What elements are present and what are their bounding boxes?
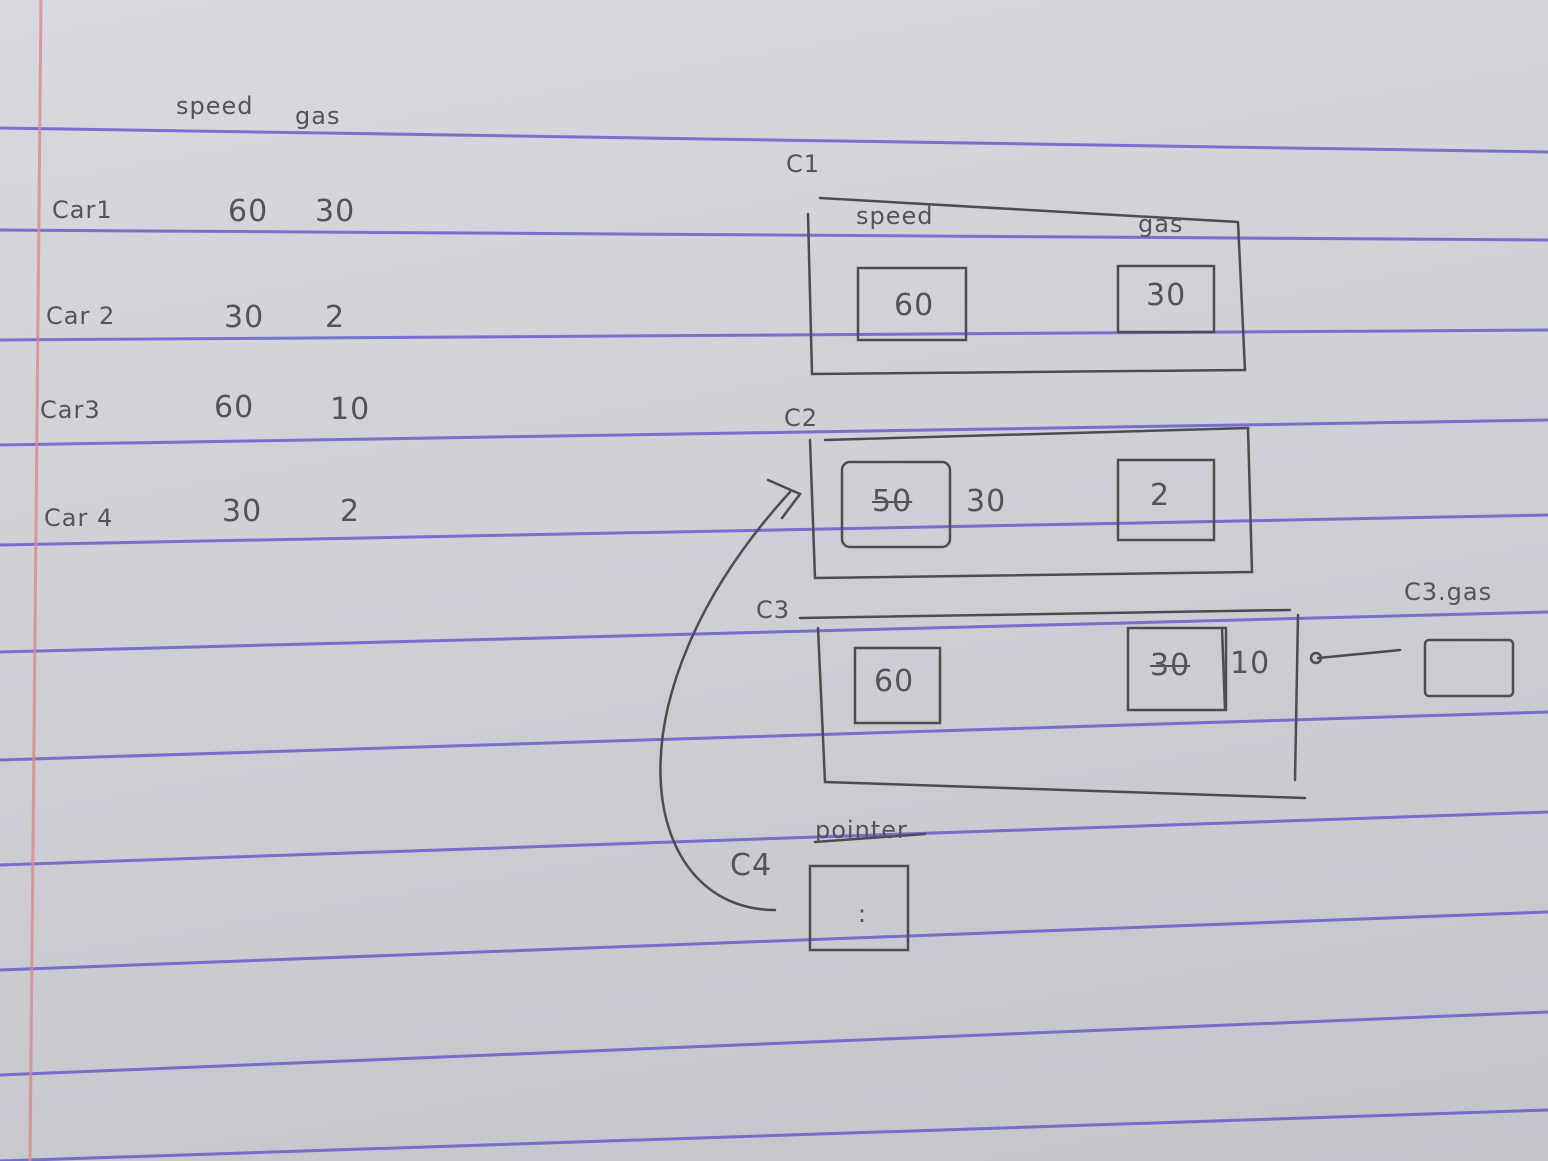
table-row-label: Car1 [52,196,113,224]
c1-label: C1 [786,150,821,178]
table-cell-gas: 30 [315,194,356,229]
c4-pointer-mark: : [858,900,868,928]
c3-speed-value: 60 [874,664,915,699]
c3-gas-ref-arrow [1316,648,1402,660]
table-cell-gas: 2 [325,300,346,335]
rule-line [0,328,1548,342]
c3-gas-old-value: 30 [1150,648,1191,683]
c3-struct-box [798,608,1307,800]
c2-speed-old-value: 50 [872,484,913,519]
rule-line [0,610,1548,654]
c2-gas-value: 2 [1150,478,1171,513]
c3-label: C3 [756,596,791,624]
rule-line [0,228,1548,242]
c1-speed-header: speed [856,202,934,230]
c4-label: C4 [730,848,773,883]
c4-pointer-box [808,864,910,952]
c1-gas-header: gas [1138,210,1184,238]
c3-gas-divider [1220,626,1227,712]
c3-speed-box [853,646,942,725]
table-cell-speed: 60 [214,390,255,425]
c1-struct-box [806,196,1247,376]
c3-gas-box [1126,626,1228,712]
table-cell-speed: 30 [224,300,265,335]
c2-speed-value: 30 [966,484,1007,519]
c1-speed-box [856,266,968,342]
c4-to-c2-arrow [659,490,792,912]
c2-speed-box [840,460,952,549]
pointer-strike [813,832,927,844]
table-row-label: Car 2 [46,302,116,330]
c3-gas-ref-label: C3.gas [1404,578,1493,606]
rule-line [0,710,1548,762]
rule-line [0,418,1548,447]
table-cell-speed: 60 [228,194,269,229]
pencil-drawing [659,196,1515,952]
c3-gas-value: 10 [1230,646,1271,681]
c2-label: C2 [784,404,819,432]
table-row-label: Car 4 [44,504,114,532]
c3-gas-ref-dot [1309,651,1323,665]
rule-line [0,1108,1548,1161]
rule-line [0,126,1548,154]
c1-gas-box [1116,264,1216,334]
rule-line [0,1010,1548,1077]
rule-line [0,810,1548,867]
c3-gas-ref-box [1423,638,1515,698]
c4-pointer-note: pointer [815,816,908,844]
c2-gas-box [1116,458,1216,542]
c1-speed-value: 60 [894,288,935,323]
c2-struct-box [808,426,1254,580]
c1-gas-value: 30 [1146,278,1187,313]
table-cell-gas: 2 [340,494,361,529]
table-row-label: Car3 [40,396,101,424]
table-header-speed: speed [176,92,254,120]
margin-line [28,0,43,1161]
c4-to-c2-arrowhead [766,478,802,520]
table-header-gas: gas [295,102,341,130]
table-cell-speed: 30 [222,494,263,529]
table-cell-gas: 10 [330,392,371,427]
ruled-lines [0,126,1548,1161]
rule-line [0,513,1548,547]
rule-line [0,910,1548,972]
